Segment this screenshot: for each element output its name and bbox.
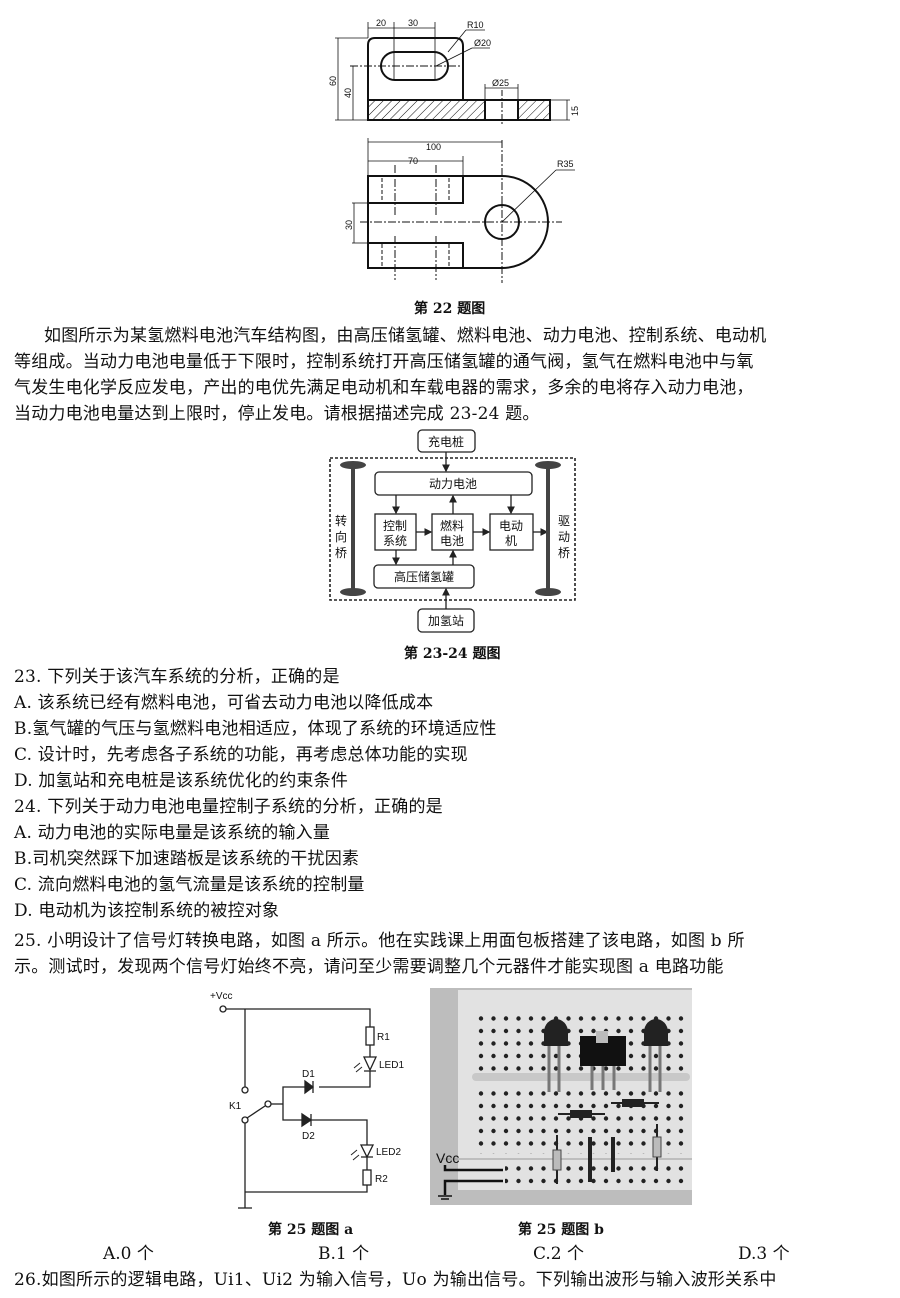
transistor-right: [644, 1019, 668, 1092]
q24-option-a: A. 动力电池的实际电量是该系统的输入量: [14, 823, 331, 843]
led2-label: LED2: [376, 1147, 401, 1158]
dim-dia25: Ø25: [492, 78, 509, 88]
figure-25b-caption: 第 25 题图 b: [518, 1222, 604, 1238]
q25-option-b: B.1 个: [318, 1244, 370, 1264]
figure-23-24-block-diagram: 充电桩 动力电池 控制 系统 燃料 电池 电动 机 高压储氢罐 加氢站 转 向 …: [329, 429, 576, 633]
q24-stem: 24. 下列关于动力电池电量控制子系统的分析，正确的是: [14, 797, 443, 817]
intro-line-2: 等组成。当动力电池电量低于下限时，控制系统打开高压储氢罐的通气阀，氢气在燃料电池…: [14, 352, 754, 372]
r1-label: R1: [377, 1032, 390, 1043]
block-charging-pile: 充电桩: [428, 434, 464, 449]
vcc-label-b: Vcc: [436, 1150, 459, 1166]
power-rails: [438, 1165, 503, 1200]
q23-option-a: A. 该系统已经有燃料电池，可省去动力电池以降低成本: [14, 693, 434, 713]
led2-symbol: [359, 1144, 375, 1159]
drive-axle-label-1: 驱: [558, 514, 570, 528]
intro-line-3: 气发生电化学反应发电，产出的电优先满足电动机和车载电器的需求，多余的电将存入动力…: [14, 378, 754, 398]
d1-label: D1: [302, 1069, 315, 1080]
r2-resistor: [362, 1169, 372, 1186]
r2-label: R2: [375, 1174, 388, 1185]
block-control-system-l2: 系统: [383, 534, 407, 548]
q25-option-a: A.0 个: [103, 1244, 154, 1264]
figure-25a-circuit: +Vcc R1 LED1 D1 K1 D2 LED2 R2: [210, 991, 404, 1209]
block-fuel-cell-l1: 燃料: [440, 518, 464, 533]
dim-r10: R10: [467, 20, 484, 30]
block-control-system-l1: 控制: [383, 519, 407, 533]
steer-axle-label-2: 向: [335, 529, 347, 544]
switch-component: [580, 1031, 626, 1090]
q24-option-b: B.司机突然踩下加速踏板是该系统的干扰因素: [14, 849, 360, 869]
q23-option-b: B.氢气罐的气压与氢燃料电池相适应，体现了系统的环境适应性: [14, 719, 497, 739]
block-fuel-cell-l2: 电池: [440, 534, 464, 548]
transistor-left: [544, 1019, 568, 1092]
figure-25b-breadboard: Vcc: [430, 988, 692, 1205]
q25-stem-line-1: 25. 小明设计了信号灯转换电路，如图 a 所示。他在实践课上用面包板搭建了该电…: [14, 931, 745, 951]
q25-option-d: D.3 个: [738, 1244, 790, 1264]
dim-100: 100: [426, 142, 441, 152]
dim-20: 20: [376, 18, 386, 28]
k1-label: K1: [229, 1101, 242, 1112]
figure-25a-caption: 第 25 题图 a: [268, 1222, 354, 1238]
block-hydrogen-tank: 高压储氢罐: [394, 569, 454, 584]
drive-axle-icon: [535, 461, 561, 596]
block-motor-l1: 电动: [499, 519, 523, 533]
intro-line-4: 当动力电池电量达到上限时，停止发电。请根据描述完成 23-24 题。: [14, 404, 540, 424]
r1-resistor: [365, 1026, 375, 1046]
q23-option-d: D. 加氢站和充电桩是该系统优化的约束条件: [14, 771, 349, 791]
block-power-battery: 动力电池: [429, 477, 477, 491]
dim-30-top: 30: [344, 220, 354, 230]
q26-stem: 26.如图所示的逻辑电路，Ui1、Ui2 为输入信号，Uo 为输出信号。下列输出…: [14, 1270, 777, 1290]
led1-label: LED1: [379, 1060, 404, 1071]
figure-22-drawing: 20 30 R10 Ø20 Ø25 60 40 15 100 70 R35 30: [328, 18, 580, 283]
drive-axle-label-3: 桥: [558, 546, 570, 560]
intro-line-1: 如图所示为某氢燃料电池汽车结构图，由高压储氢罐、燃料电池、动力电池、控制系统、电…: [44, 326, 767, 346]
q25-stem-line-2: 示。测试时，发现两个信号灯始终不亮，请问至少需要调整几个元器件才能实现图 a 电…: [14, 957, 724, 977]
q24-option-d: D. 电动机为该控制系统的被控对象: [14, 901, 280, 921]
steer-axle-icon: [340, 461, 366, 596]
dim-30: 30: [408, 18, 418, 28]
d2-label: D2: [302, 1131, 315, 1142]
steer-axle-label-3: 桥: [335, 546, 347, 560]
resistor-components: [552, 1124, 662, 1184]
q25-option-c: C.2 个: [533, 1244, 585, 1264]
dim-15: 15: [570, 106, 580, 116]
q23-option-c: C. 设计时，先考虑各子系统的功能，再考虑总体功能的实现: [14, 745, 468, 765]
figure-22-caption: 第 22 题图: [414, 301, 486, 317]
block-hydrogen-station: 加氢站: [428, 613, 464, 628]
vcc-label: +Vcc: [210, 991, 233, 1002]
figure-23-24-caption: 第 23-24 题图: [404, 646, 501, 662]
dim-dia20: Ø20: [474, 38, 491, 48]
drive-axle-label-2: 动: [558, 530, 570, 544]
diode-component: [558, 1099, 659, 1118]
block-motor-l2: 机: [505, 534, 517, 548]
steer-axle-label-1: 转: [335, 513, 347, 528]
q23-stem: 23. 下列关于该汽车系统的分析，正确的是: [14, 667, 340, 687]
dim-60: 60: [328, 76, 338, 86]
dim-40: 40: [343, 88, 353, 98]
led1-symbol: [362, 1056, 378, 1072]
q24-option-c: C. 流向燃料电池的氢气流量是该系统的控制量: [14, 875, 365, 895]
dim-r35: R35: [557, 159, 574, 169]
